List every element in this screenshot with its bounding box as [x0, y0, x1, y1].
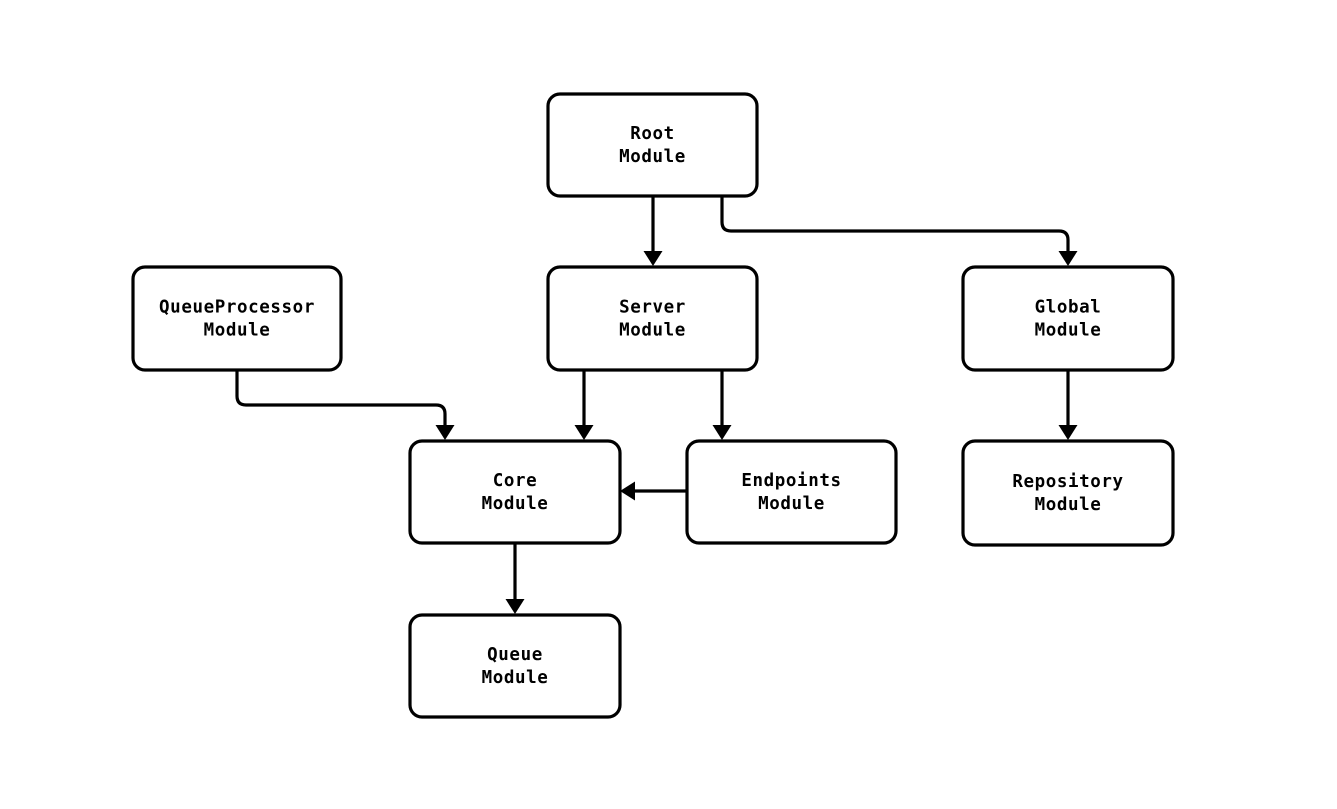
edge-line [720, 196, 1070, 256]
node-label-line1-endpoints: Endpoints [741, 471, 841, 491]
edge-core-to-queue [505, 543, 525, 614]
arrow-head-icon [574, 425, 594, 440]
node-box-queueprocessor[interactable] [131, 265, 343, 372]
node-label-line2-repository: Module [1035, 495, 1102, 515]
node-label-line2-core: Module [482, 494, 549, 514]
arrow-head-icon [435, 425, 455, 440]
node-label-line1-queue: Queue [487, 645, 543, 665]
node-label-line1-root: Root [630, 124, 675, 144]
node-label-line1-global: Global [1035, 298, 1102, 318]
edge-line [235, 370, 447, 430]
node-label-line2-queueprocessor: Module [204, 321, 271, 341]
node-label-line2-server: Module [619, 321, 686, 341]
node-label-line1-queueprocessor: QueueProcessor [159, 298, 315, 318]
edge-root-to-server [643, 196, 663, 266]
edge-server-to-endpoints [712, 370, 732, 440]
arrow-head-icon [643, 251, 663, 266]
node-box-repository[interactable] [961, 439, 1175, 547]
node-label-line2-endpoints: Module [758, 494, 825, 514]
node-box-root[interactable] [546, 92, 759, 198]
node-box-server[interactable] [546, 265, 759, 372]
node-box-global[interactable] [961, 265, 1175, 372]
edge-server-to-core [574, 370, 594, 440]
edge-queueprocessor-to-core [235, 370, 455, 440]
node-label-line2-queue: Module [482, 668, 549, 688]
node-label-line1-core: Core [493, 471, 538, 491]
arrow-head-icon [1058, 425, 1078, 440]
node-box-core[interactable] [408, 439, 622, 545]
node-label-line2-global: Module [1035, 321, 1102, 341]
node-layer: RootModuleQueueProcessorModuleServerModu… [131, 92, 1175, 719]
node-box-queue[interactable] [408, 613, 622, 719]
edge-root-to-global [720, 196, 1078, 266]
node-box-endpoints[interactable] [685, 439, 898, 545]
arrow-head-icon [1058, 251, 1078, 266]
edge-endpoints-to-core [620, 481, 687, 501]
arrow-head-icon [620, 481, 635, 501]
node-label-line2-root: Module [619, 147, 686, 167]
edge-global-to-repository [1058, 370, 1078, 440]
node-label-line1-server: Server [619, 298, 686, 318]
arrow-head-icon [505, 599, 525, 614]
arrow-head-icon [712, 425, 732, 440]
edge-layer [235, 196, 1078, 614]
node-label-line1-repository: Repository [1012, 472, 1123, 492]
